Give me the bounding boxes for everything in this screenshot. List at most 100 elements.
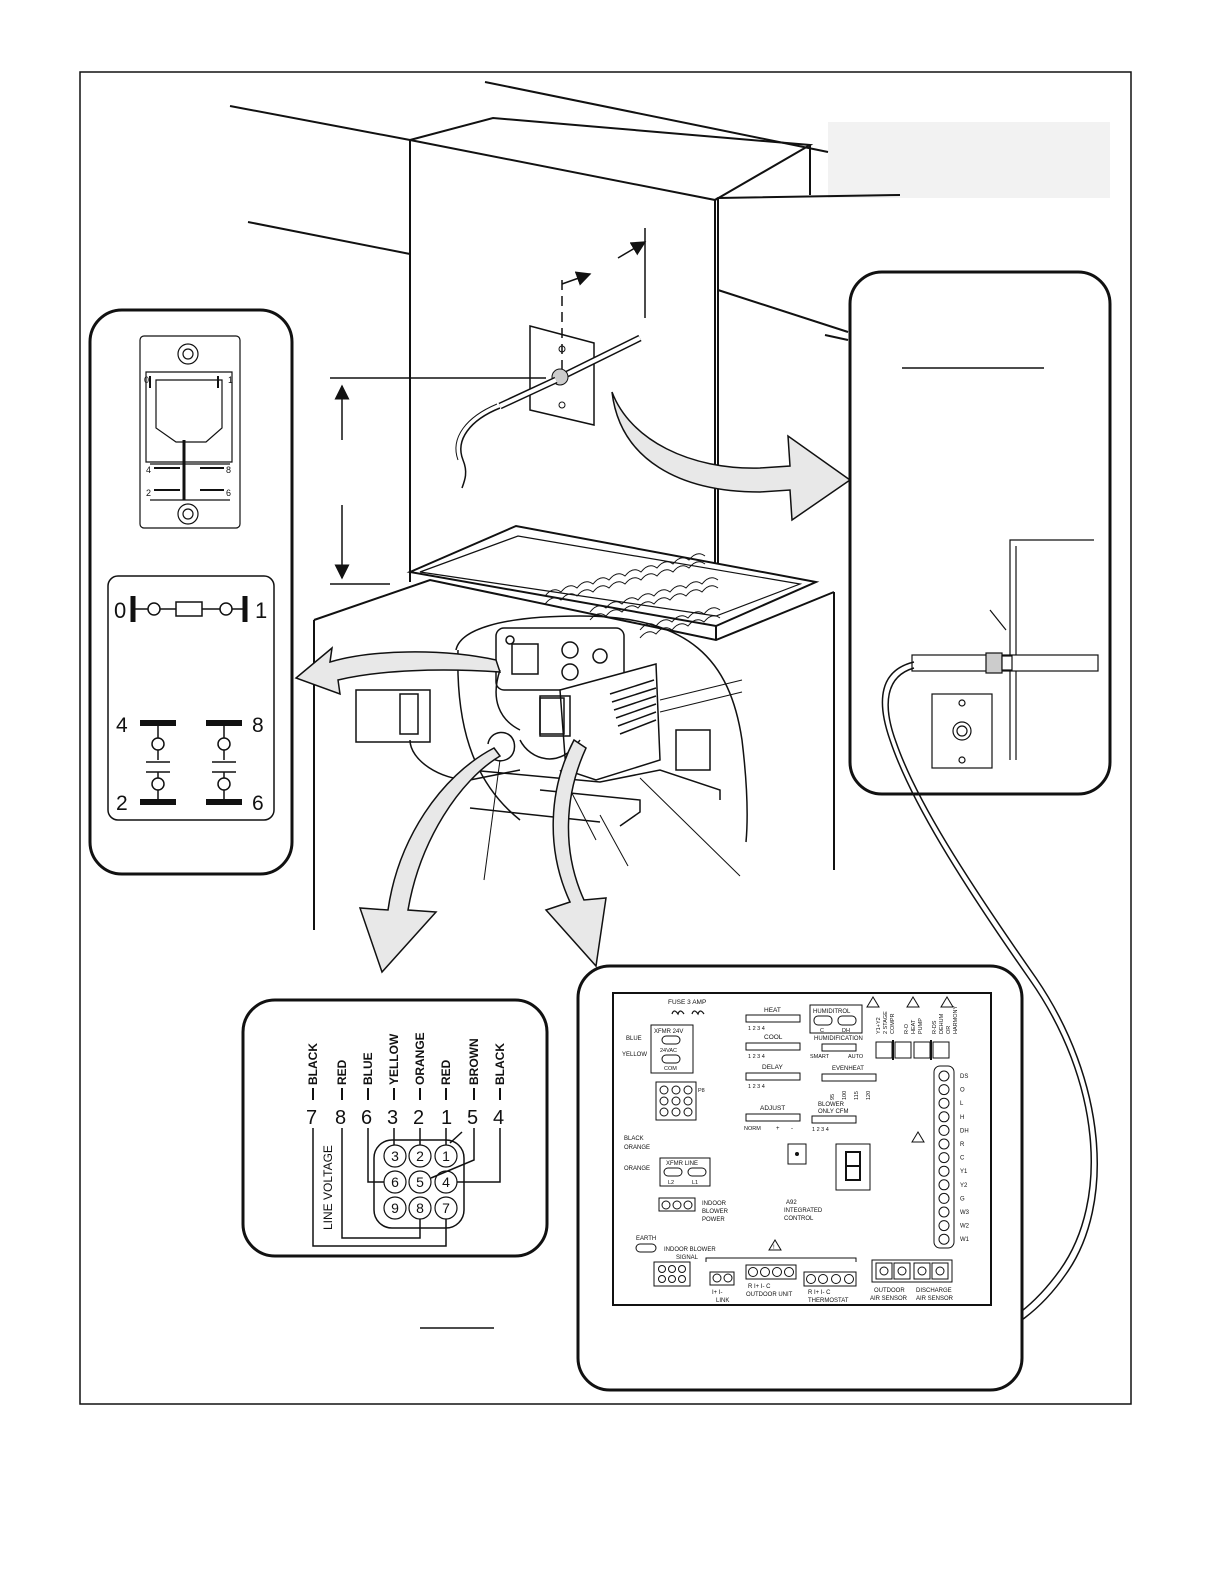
terminal-label-y2: Y2 — [960, 1183, 968, 1189]
humiditrol-label: HUMIDITROL — [813, 1009, 851, 1015]
arrow-to-switch-detail — [294, 646, 502, 696]
schematic-contact-4: 4 — [116, 714, 128, 737]
indoor-blower-signal-2: SIGNAL — [676, 1255, 699, 1261]
dip2-line3: PUMP — [918, 1018, 924, 1034]
humiditrol-c: C — [820, 1028, 824, 1034]
schematic-pos-0: 0 — [114, 598, 126, 623]
schematic-contact-2: 2 — [116, 792, 128, 815]
arrow-to-board-detail — [544, 738, 607, 968]
outdoor-unit-label: OUTDOOR UNIT — [746, 1292, 793, 1298]
terminal-label-g: G — [960, 1196, 965, 1202]
humiditrol-dh: DH — [842, 1028, 850, 1034]
pin-label-6: 6 — [361, 1107, 372, 1129]
terminal-label-o: O — [960, 1088, 965, 1094]
humidification-label: HUMIDIFICATION — [814, 1036, 863, 1042]
terminal-label-r: R — [960, 1142, 965, 1148]
switch-label-8: 8 — [226, 465, 231, 475]
terminal-label-y1: Y1 — [960, 1169, 968, 1175]
discharge-air-sensor-2: AIR SENSOR — [916, 1296, 954, 1302]
terminal-label-w2: W2 — [960, 1224, 970, 1230]
cool-label: COOL — [764, 1034, 783, 1041]
dip3-line1: R-DS — [932, 1020, 938, 1034]
dip3-line3: OR — [946, 1026, 952, 1034]
terminal-label-dh: DH — [960, 1128, 969, 1134]
callout-leaders — [483, 679, 743, 881]
connector-pin-2: 2 — [416, 1148, 424, 1164]
orange-wire-label-2: ORANGE — [624, 1166, 650, 1172]
terminal-screw-o — [938, 1084, 950, 1096]
control-board-panel: FUSE 3 AMP HEAT 1 2 3 4 COOL 1 2 3 4 DEL… — [576, 964, 1024, 1392]
discharge-air-sensor-1: DISCHARGE — [916, 1288, 952, 1294]
delay-pins: 1 2 3 4 — [748, 1084, 765, 1090]
orange-wire-label: ORANGE — [624, 1145, 650, 1151]
terminal-screw-w3 — [938, 1206, 950, 1218]
evenheat-120: 120 — [866, 1091, 872, 1100]
humidification-smart: SMART — [810, 1054, 830, 1060]
schematic-contact-6: 6 — [252, 792, 264, 815]
heat-label: HEAT — [764, 1007, 781, 1014]
switch-detail-panel: 0 1 4 8 2 6 0 1 — [88, 308, 294, 876]
blank-note-area — [828, 122, 1110, 198]
evenheat-label: EVENHEAT — [832, 1066, 864, 1072]
indoor-blower-power-3: POWER — [702, 1217, 725, 1223]
thermostat-pins: R I+ I- C — [808, 1290, 831, 1296]
wire-color-7: BLACK — [306, 1043, 320, 1085]
dip1-line1: Y1+Y2 — [876, 1017, 882, 1034]
arrow-to-sensor-detail — [611, 391, 852, 522]
connector-pin-5: 5 — [416, 1174, 424, 1190]
delay-label: DELAY — [762, 1064, 783, 1071]
switch-label-2: 2 — [146, 488, 151, 498]
terminal-label-ds: DS — [960, 1074, 968, 1080]
link-label: LINK — [716, 1298, 729, 1304]
blue-wire-label: BLUE — [626, 1036, 642, 1042]
heat-pins: 1 2 3 4 — [748, 1026, 765, 1032]
terminal-screw-r — [938, 1138, 950, 1150]
indoor-blower-power-2: BLOWER — [702, 1209, 729, 1215]
schematic-contact-8: 8 — [252, 714, 264, 737]
sensor-mount-plate — [455, 280, 642, 489]
thermostat-label: THERMOSTAT — [808, 1298, 849, 1304]
terminal-screw-g — [938, 1192, 950, 1204]
connector-pin-1: 1 — [442, 1148, 450, 1164]
terminal-screw-w1 — [938, 1233, 950, 1245]
v24ac-label: 24VAC — [660, 1048, 677, 1054]
connector-pin-9: 9 — [391, 1200, 399, 1216]
thermostat-connector — [803, 1271, 857, 1287]
switch-schematic-box — [107, 575, 275, 821]
terminal-label-w3: W3 — [960, 1210, 970, 1216]
fuse-icon — [671, 1010, 705, 1016]
indoor-blower-signal-1: INDOOR BLOWER — [664, 1247, 716, 1253]
wire-color-8: RED — [335, 1059, 349, 1085]
terminal-screw-c — [938, 1152, 950, 1164]
heating-elements — [544, 553, 721, 639]
dimension-lines — [330, 228, 647, 585]
evenheat-100: 100 — [842, 1091, 848, 1100]
terminal-label-c: C — [960, 1156, 965, 1162]
evenheat-115: 115 — [854, 1091, 860, 1100]
terminal-screw-y2 — [938, 1179, 950, 1191]
cool-pins: 1 2 3 4 — [748, 1054, 765, 1060]
pin-label-8: 8 — [335, 1107, 346, 1129]
disconnect-switch-illustration — [139, 335, 241, 529]
evenheat-95: 95 — [830, 1094, 836, 1100]
connector-pin-3: 3 — [391, 1148, 399, 1164]
pin-label-2: 2 — [413, 1107, 424, 1129]
switch-label-4: 4 — [146, 465, 151, 475]
terminal-label-h: H — [960, 1115, 964, 1121]
dip3-line2: DEHUM — [939, 1013, 945, 1034]
terminal-screw-dh — [938, 1124, 950, 1136]
earth-label: EARTH — [636, 1236, 656, 1242]
terminal-screw-w2 — [938, 1220, 950, 1232]
outdoor-air-sensor-2: AIR SENSOR — [870, 1296, 908, 1302]
outdoor-air-sensor-1: OUTDOOR — [874, 1288, 905, 1294]
xfmr-line-label: XFMR LINE — [666, 1161, 698, 1167]
a92-label-3: CONTROL — [784, 1216, 814, 1222]
line-voltage-label: LINE VOLTAGE — [321, 1145, 335, 1230]
wire-color-1: RED — [439, 1059, 453, 1085]
humidification-auto: AUTO — [848, 1054, 864, 1060]
terminal-screw-ds — [938, 1070, 950, 1082]
fuse-label: FUSE 3 AMP — [668, 999, 706, 1006]
dip1-line2: 2 STAGE — [883, 1011, 889, 1034]
l1-label: L1 — [692, 1180, 698, 1186]
schematic-pos-1: 1 — [255, 598, 267, 623]
